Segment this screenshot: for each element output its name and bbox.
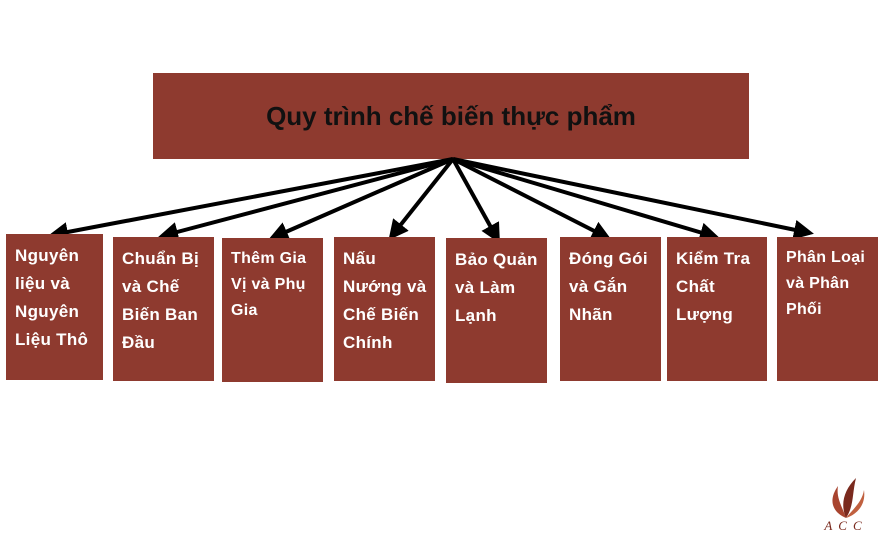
diagram-title: Quy trình chế biến thực phẩm: [266, 100, 636, 131]
connector-arrow-5: [451, 158, 500, 244]
connector-arrow-1: [48, 157, 454, 242]
step-label: Phân Loại và Phân Phối: [786, 249, 866, 318]
connector-arrow-4: [388, 157, 455, 241]
step-label: Nấu Nướng và Chế Biến Chính: [343, 249, 427, 352]
step-box-storage: Bảo Quản và Làm Lạnh: [446, 238, 547, 383]
step-label: Chuẩn Bị và Chế Biến Ban Đầu: [122, 249, 200, 352]
connector-arrow-2: [158, 157, 454, 242]
connector-arrow-6: [452, 157, 612, 240]
step-box-distribution: Phân Loại và Phân Phối: [777, 237, 878, 381]
connector-arrow-7: [452, 157, 720, 243]
title-box: Quy trình chế biến thực phẩm: [153, 73, 749, 159]
step-label: Nguyên liệu và Nguyên Liệu Thô: [15, 246, 89, 349]
flame-leaf-icon: [832, 478, 865, 518]
step-label: Bảo Quản và Làm Lạnh: [455, 250, 538, 325]
step-box-packaging: Đóng Gói và Gắn Nhãn: [560, 237, 661, 381]
step-box-seasoning: Thêm Gia Vị và Phụ Gia: [222, 238, 323, 382]
step-box-preparation: Chuẩn Bị và Chế Biến Ban Đầu: [113, 237, 214, 381]
acc-logo: ACC: [818, 472, 874, 534]
step-box-quality-check: Kiểm Tra Chất Lượng: [667, 237, 767, 381]
connector-arrow-8: [452, 157, 814, 240]
step-label: Thêm Gia Vị và Phụ Gia: [231, 250, 307, 319]
step-box-raw-materials: Nguyên liệu và Nguyên Liệu Thô: [6, 234, 103, 380]
step-label: Kiểm Tra Chất Lượng: [676, 249, 751, 324]
step-label: Đóng Gói và Gắn Nhãn: [569, 249, 648, 324]
connector-arrow-3: [268, 157, 454, 241]
step-box-cooking: Nấu Nướng và Chế Biến Chính: [334, 237, 435, 381]
logo-text: ACC: [824, 518, 868, 533]
